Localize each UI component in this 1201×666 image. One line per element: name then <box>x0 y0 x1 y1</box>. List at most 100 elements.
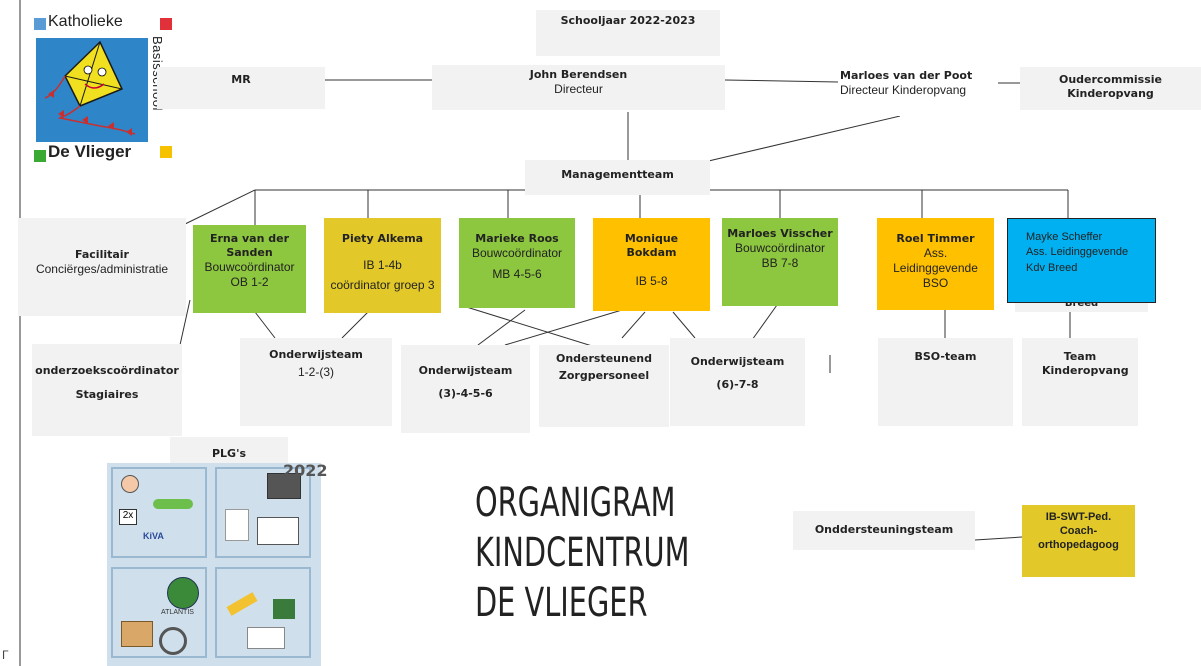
ib-swt-label: IB-SWT-Ped. Coach-orthopedagoog <box>1038 511 1119 551</box>
oudercommissie-box: Oudercommissie Kinderopvang <box>1020 67 1201 110</box>
mt-member-marieke: Marieke Roos Bouwcoördinator MB 4-5-6 <box>459 218 575 308</box>
globe-icon <box>167 577 199 609</box>
mt-member-marloes: Marloes Visscher Bouwcoördinator BB 7-8 <box>722 218 838 306</box>
plg-illustration: 2x KiVA ATLANTIS 2022 <box>107 461 328 666</box>
mt-member-mayke: Mayke Scheffer Ass. Leidinggevende Kdv B… <box>1007 218 1156 303</box>
member-group: OB 1-2 <box>230 274 269 289</box>
oudercommissie-label: Oudercommissie Kinderopvang <box>1058 73 1163 100</box>
logo-text-katholieke: Katholieke <box>48 13 123 30</box>
schooljaar-label: Schooljaar 2022-2023 <box>560 14 696 27</box>
laptop-icon <box>247 627 285 649</box>
kdv-director-box: Marloes van der Poot Directeur Kinderopv… <box>838 69 998 116</box>
box-icon <box>121 621 153 647</box>
facilitair-box: Facilitair Conciërges/administratie <box>18 218 186 316</box>
member-name: Roel Timmer <box>896 232 975 245</box>
member-role: IB 5-8 <box>635 273 668 288</box>
ib-swt-box: IB-SWT-Ped. Coach-orthopedagoog <box>1022 505 1135 577</box>
plg-panel-1: 2x KiVA <box>111 467 207 558</box>
bso-team-label: BSO-team <box>914 350 977 363</box>
member-name: Marloes Visscher <box>727 227 833 240</box>
member-group: BSO <box>922 275 949 290</box>
kdv-director-name: Marloes van der Poot <box>840 69 973 82</box>
member-name: Piety Alkema <box>341 232 424 245</box>
onderwijsteam-1-box: Onderwijsteam 1-2-(3) <box>240 338 392 426</box>
board-icon <box>267 473 301 499</box>
mayke-behind-label: Breed <box>1064 298 1099 309</box>
director-name: John Berendsen <box>529 68 628 81</box>
face-icon <box>121 475 139 493</box>
schooljaar-box: Schooljaar 2022-2023 <box>536 10 720 56</box>
ondersteuningsteam-box: Onddersteuningsteam <box>793 511 975 550</box>
member-role: Bouwcoördinator <box>734 240 826 255</box>
corner-mark: Γ <box>2 648 9 662</box>
member-group: MB 4-5-6 <box>492 266 542 281</box>
plg-panel-3: ATLANTIS <box>111 567 207 658</box>
member-role: Ass. Leidinggevende <box>1026 246 1129 259</box>
ondersteuning-ib-line <box>974 536 1023 541</box>
plg-2x-tile: 2x <box>119 509 137 525</box>
member-role: Ass. Leidinggevende <box>893 245 978 275</box>
mt-facilitair-line <box>182 189 256 226</box>
mt-member-roel: Roel Timmer Ass. Leidinggevende BSO <box>877 218 994 310</box>
member-group: coördinator groep 3 <box>330 277 435 292</box>
onderzoek-box: onderzoekscoördinator Stagiaires <box>32 344 182 436</box>
onderwijsteam-2-title: Onderwijsteam <box>418 364 513 377</box>
facilitair-title: Facilitair <box>74 248 129 261</box>
plg-kiva-label: KiVA <box>143 531 164 541</box>
organigram-title: ORGANIGRAM KINDCENTRUM DE VLIEGER <box>475 478 689 628</box>
onderwijsteam-3-title: Onderwijsteam <box>690 355 785 368</box>
title-line-2: KINDCENTRUM <box>475 530 690 576</box>
mt-member-monique: Monique Bokdam IB 5-8 <box>593 218 710 311</box>
plg-panel-4 <box>215 567 311 658</box>
member-role: IB 1-4b <box>363 257 402 272</box>
managementteam-box: Managementteam <box>525 160 710 195</box>
team-kinderopvang-label: Team Kinderopvang <box>1042 350 1129 377</box>
mr-label: MR <box>231 73 251 86</box>
member-name: Monique Bokdam <box>624 232 679 259</box>
member-name: Marieke Roos <box>475 232 559 245</box>
director-kdv-line <box>724 79 839 83</box>
member-group: Kdv Breed <box>1026 261 1078 274</box>
green-book-icon <box>273 599 295 619</box>
title-line-1: ORGANIGRAM <box>475 480 676 526</box>
logo-text-de-vlieger: De Vlieger <box>48 142 132 161</box>
ondersteunend-box: Ondersteunend Zorgpersoneel <box>539 345 669 427</box>
chain-icon <box>153 499 193 509</box>
mr-box: MR <box>157 67 325 109</box>
director-box: John Berendsen Directeur <box>432 65 725 110</box>
facilitair-sub: Conciërges/administratie <box>35 261 169 276</box>
onderwijsteam-1-title: Onderwijsteam <box>269 348 363 361</box>
title-line-3: DE VLIEGER <box>475 580 648 626</box>
note-icon <box>225 509 249 541</box>
member-group: BB 7-8 <box>761 255 799 270</box>
book-icon <box>257 517 299 545</box>
kite-logo-icon <box>34 18 172 162</box>
magnifier-icon <box>159 627 187 655</box>
stagiaires-label: Stagiaires <box>75 388 139 402</box>
plg-atlantis-label: ATLANTIS <box>161 609 194 616</box>
pencil-icon <box>226 592 258 616</box>
plg-year-label: 2022 <box>283 461 328 480</box>
school-logo: Katholieke Basisschool De Vlieger <box>30 13 180 164</box>
managementteam-label: Managementteam <box>561 168 674 181</box>
onderwijsteam-2-sub: (3)-4-5-6 <box>438 387 493 401</box>
onderwijsteam-1-sub: 1-2-(3) <box>297 364 334 379</box>
plg-box: PLG's <box>170 437 288 467</box>
bso-team-box: BSO-team <box>878 338 1013 426</box>
member-role: Bouwcoördinator <box>204 259 295 274</box>
kdv-director-role: Directeur Kinderopvang <box>840 82 967 97</box>
team-kinderopvang-box: Team Kinderopvang <box>1022 338 1138 426</box>
mt-member-piety: Piety Alkema IB 1-4b coördinator groep 3 <box>324 218 441 313</box>
plg-panel-2 <box>215 467 311 558</box>
member-role: Bouwcoördinator <box>471 245 563 260</box>
plg-label: PLG's <box>211 447 246 460</box>
onderwijsteam-2-box: Onderwijsteam (3)-4-5-6 <box>401 345 530 433</box>
onderwijsteam-3-box: Onderwijsteam (6)-7-8 <box>670 338 805 426</box>
member-name: Mayke Scheffer <box>1026 231 1103 243</box>
ondersteunend-label: Ondersteunend Zorgpersoneel <box>555 352 653 382</box>
onderwijsteam-3-sub: (6)-7-8 <box>716 378 759 392</box>
onderzoek-label: onderzoekscoördinator <box>35 364 179 377</box>
mt-member-erna: Erna van der Sanden Bouwcoördinator OB 1… <box>193 225 306 313</box>
director-role: Directeur <box>554 81 603 96</box>
member-name: Erna van der Sanden <box>209 232 290 259</box>
